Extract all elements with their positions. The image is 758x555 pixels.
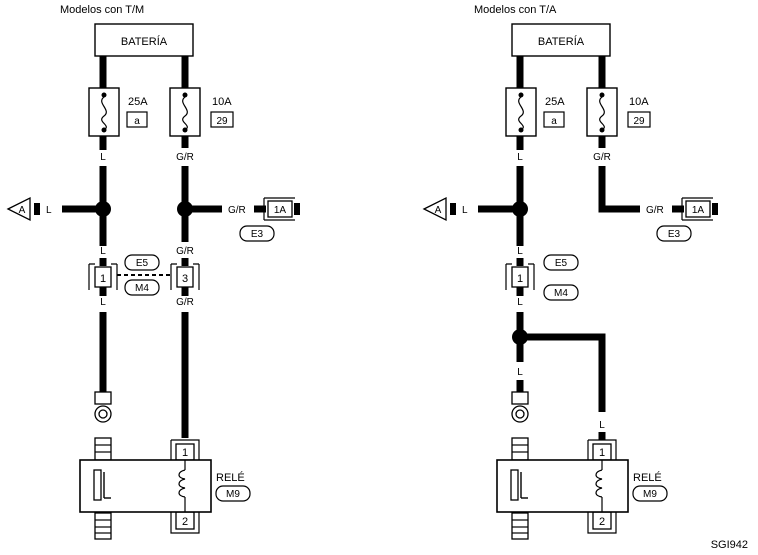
- diagram-automatic-transmission: Modelos con T/A BATERÍA 25A a 10A 29 L L: [422, 4, 718, 540]
- wire-l-label-1: L: [100, 152, 106, 163]
- connector-e3-badge: [239, 225, 275, 242]
- connector-e3: E3: [251, 229, 264, 240]
- fuse-10a-id-box: [210, 111, 234, 128]
- relay-id-badge: [632, 485, 668, 502]
- pin-1-label: 1: [100, 273, 106, 285]
- switch-sensor: [511, 391, 529, 423]
- connector-a-arrow: [422, 196, 447, 222]
- wire-gr-label-4: G/R: [176, 297, 194, 308]
- diagram-manual-transmission: Modelos con T/M BATERÍA 25A a 10A 29 L: [6, 4, 300, 540]
- switch-sensor: [94, 391, 112, 423]
- connector-a-pin: [450, 203, 456, 215]
- wire-l-label-6: L: [599, 420, 605, 431]
- fuse-10a: [169, 87, 201, 137]
- connector-a-arrow: [6, 196, 31, 222]
- fuse-10a-id: 29: [633, 116, 645, 127]
- connector-e5-badge: [543, 254, 579, 271]
- connector-pin-1: [505, 263, 535, 290]
- connector-e5: E5: [136, 258, 149, 269]
- relay-pin-1: 1: [599, 447, 605, 459]
- fuse-10a-id-box: [627, 111, 651, 128]
- fuse-25a-id: a: [134, 116, 140, 127]
- connector-m4-badge: [124, 279, 160, 296]
- connector-e3: E3: [668, 229, 681, 240]
- fuse-25a-rating: 25A: [128, 96, 148, 108]
- connector-m4: M4: [554, 288, 568, 299]
- connector-1a: [263, 197, 300, 221]
- connector-a-pin: [34, 203, 40, 215]
- fuse-25a-id: a: [551, 116, 557, 127]
- wire-l-label-5: L: [517, 367, 523, 378]
- relay-pin-2: 2: [599, 516, 605, 528]
- fuse-25a: [505, 87, 537, 137]
- connector-1a: [681, 197, 718, 221]
- wire-l-label-4: L: [100, 297, 106, 308]
- connector-e5-badge: [124, 254, 160, 271]
- wire-l-label-1: L: [517, 152, 523, 163]
- wire-l-to-relay: [520, 333, 606, 412]
- title-ta: Modelos con T/A: [474, 4, 557, 16]
- connector-1a-label: 1A: [274, 205, 287, 216]
- wire-gr-label-3: G/R: [176, 246, 194, 257]
- relay-id: M9: [226, 489, 240, 500]
- battery-box: [511, 23, 611, 57]
- pin-3-label: 3: [182, 273, 188, 285]
- connector-e3-badge: [656, 225, 692, 242]
- fuse-10a-id: 29: [216, 116, 228, 127]
- wire-l-label-4: L: [517, 297, 523, 308]
- fuse-10a: [586, 87, 618, 137]
- wire-gr-label-2: G/R: [646, 205, 664, 216]
- connector-1a-label: 1A: [692, 205, 705, 216]
- fuse-10a-rating: 10A: [629, 96, 649, 108]
- relay-label: RELÉ: [633, 471, 662, 484]
- connector-a-label: A: [19, 205, 26, 216]
- fuse-25a: [88, 87, 120, 137]
- relay-pin-2: 2: [182, 516, 188, 528]
- wire-gr-to-1a: [598, 166, 640, 213]
- connector-m4: M4: [135, 283, 149, 294]
- battery-label: BATERÍA: [121, 35, 168, 48]
- wire-l-label-2: L: [462, 205, 468, 216]
- connector-a-label: A: [435, 205, 442, 216]
- relay-id-badge: [215, 485, 251, 502]
- fuse-25a-rating: 25A: [545, 96, 565, 108]
- battery-label: BATERÍA: [538, 35, 585, 48]
- wire-gr-label-2: G/R: [228, 205, 246, 216]
- relay-m9: [79, 437, 212, 540]
- wire-l-label-3: L: [100, 246, 106, 257]
- fuse-25a-id-box: [126, 111, 148, 128]
- pin-1-label: 1: [517, 273, 523, 285]
- battery-box: [94, 23, 194, 57]
- title-tm: Modelos con T/M: [60, 4, 144, 16]
- connector-m4-badge: [543, 284, 579, 301]
- wire-l-label-3: L: [517, 246, 523, 257]
- wire-l-label-2: L: [46, 205, 52, 216]
- connector-e5: E5: [555, 258, 568, 269]
- relay-m9: [496, 437, 629, 540]
- relay-id: M9: [643, 489, 657, 500]
- wire-gr-label-1: G/R: [176, 152, 194, 163]
- relay-pin-1: 1: [182, 447, 188, 459]
- fuse-10a-rating: 10A: [212, 96, 232, 108]
- diagram-code: SGI942: [711, 539, 748, 551]
- fuse-25a-id-box: [543, 111, 565, 128]
- connector-pin-1: [88, 263, 118, 290]
- wire-gr-label-1: G/R: [593, 152, 611, 163]
- relay-label: RELÉ: [216, 471, 245, 484]
